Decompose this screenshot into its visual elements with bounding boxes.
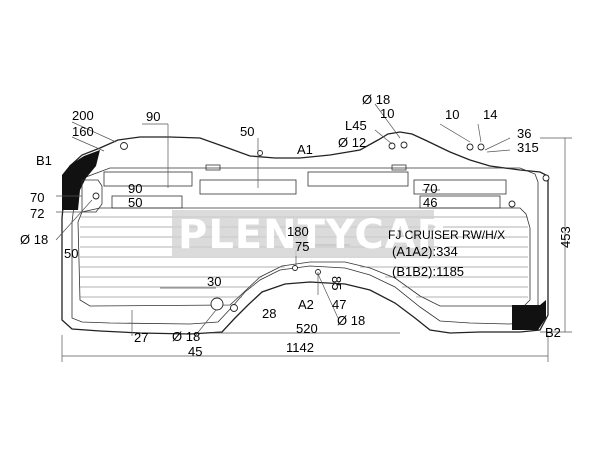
dim-d18-bl: Ø 18 <box>172 329 200 344</box>
strip-low-right <box>419 195 501 209</box>
dim-315: 315 <box>517 140 539 155</box>
strip-right <box>413 179 507 195</box>
label-a1: A1 <box>297 142 313 157</box>
dim-10a: 10 <box>380 106 394 121</box>
hole-bottom-center <box>292 265 298 271</box>
label-b2: B2 <box>545 325 561 340</box>
label-b1: B1 <box>36 153 52 168</box>
dim-180: 180 <box>287 224 309 239</box>
dim-d12: Ø 12 <box>338 135 366 150</box>
dim-1142: 1142 <box>286 340 314 355</box>
part-a1a2: (A1A2):334 <box>392 244 458 259</box>
dim-36: 36 <box>517 126 531 141</box>
dim-d18-top: Ø 18 <box>362 92 390 107</box>
hole-right-mid <box>508 200 516 208</box>
watermark: PLENTYCAR <box>178 212 449 258</box>
dim-28: 28 <box>262 306 276 321</box>
part-model: FJ CRUISER RW/H/X <box>388 228 505 242</box>
hole-far-right <box>542 174 550 182</box>
hole-right-2 <box>477 143 485 151</box>
hole-top-mid <box>257 150 263 156</box>
hole-right-1 <box>466 143 474 151</box>
dim-70-right: 70 <box>423 181 437 196</box>
hole-bottom-left <box>210 297 224 311</box>
dim-27: 27 <box>134 330 148 345</box>
dim-160: 160 <box>72 124 94 139</box>
dim-75: 75 <box>295 239 309 254</box>
hole-top-right-2 <box>400 141 408 149</box>
corner-block-b2 <box>512 300 546 330</box>
dim-14: 14 <box>483 107 497 122</box>
dim-90-top: 90 <box>146 109 160 124</box>
heater-border <box>77 207 531 307</box>
dim-45: 45 <box>188 344 202 359</box>
hole-bottom-left-2 <box>230 304 238 312</box>
connector-top-right <box>391 164 407 171</box>
dim-200: 200 <box>72 108 94 123</box>
dim-453: 453 <box>558 226 573 248</box>
dim-47: 47 <box>332 297 346 312</box>
label-a2: A2 <box>298 297 314 312</box>
dim-46: 46 <box>423 195 437 210</box>
dim-90-mid: 90 <box>128 181 142 196</box>
dimension-lines <box>55 103 572 362</box>
hole-top-left <box>120 142 128 150</box>
dim-520: 520 <box>296 321 318 336</box>
strip-center-right <box>307 171 409 187</box>
dim-50-mid: 50 <box>128 195 142 210</box>
corner-block-b1 <box>62 150 100 210</box>
dim-10b: 10 <box>445 107 459 122</box>
dim-50-top: 50 <box>240 124 254 139</box>
watermark-band <box>172 210 434 256</box>
strip-left <box>103 171 193 187</box>
strip-center-left <box>199 179 297 195</box>
dim-30: 30 <box>207 274 221 289</box>
part-b1b2: (B1B2):1185 <box>392 264 464 279</box>
hole-top-right-1 <box>388 142 396 150</box>
dim-d18-bottom: Ø 18 <box>337 313 365 328</box>
connector-top-left <box>205 164 221 171</box>
dim-50-left: 50 <box>64 246 78 261</box>
strip-low-left <box>111 195 183 209</box>
frit-line <box>71 167 539 325</box>
dim-70-left: 70 <box>30 190 44 205</box>
hole-left-mid <box>92 192 100 200</box>
dim-d18-left: Ø 18 <box>20 232 48 247</box>
dim-85: 85 <box>329 276 344 290</box>
dim-72: 72 <box>30 206 44 221</box>
dim-l45: L45 <box>345 118 367 133</box>
